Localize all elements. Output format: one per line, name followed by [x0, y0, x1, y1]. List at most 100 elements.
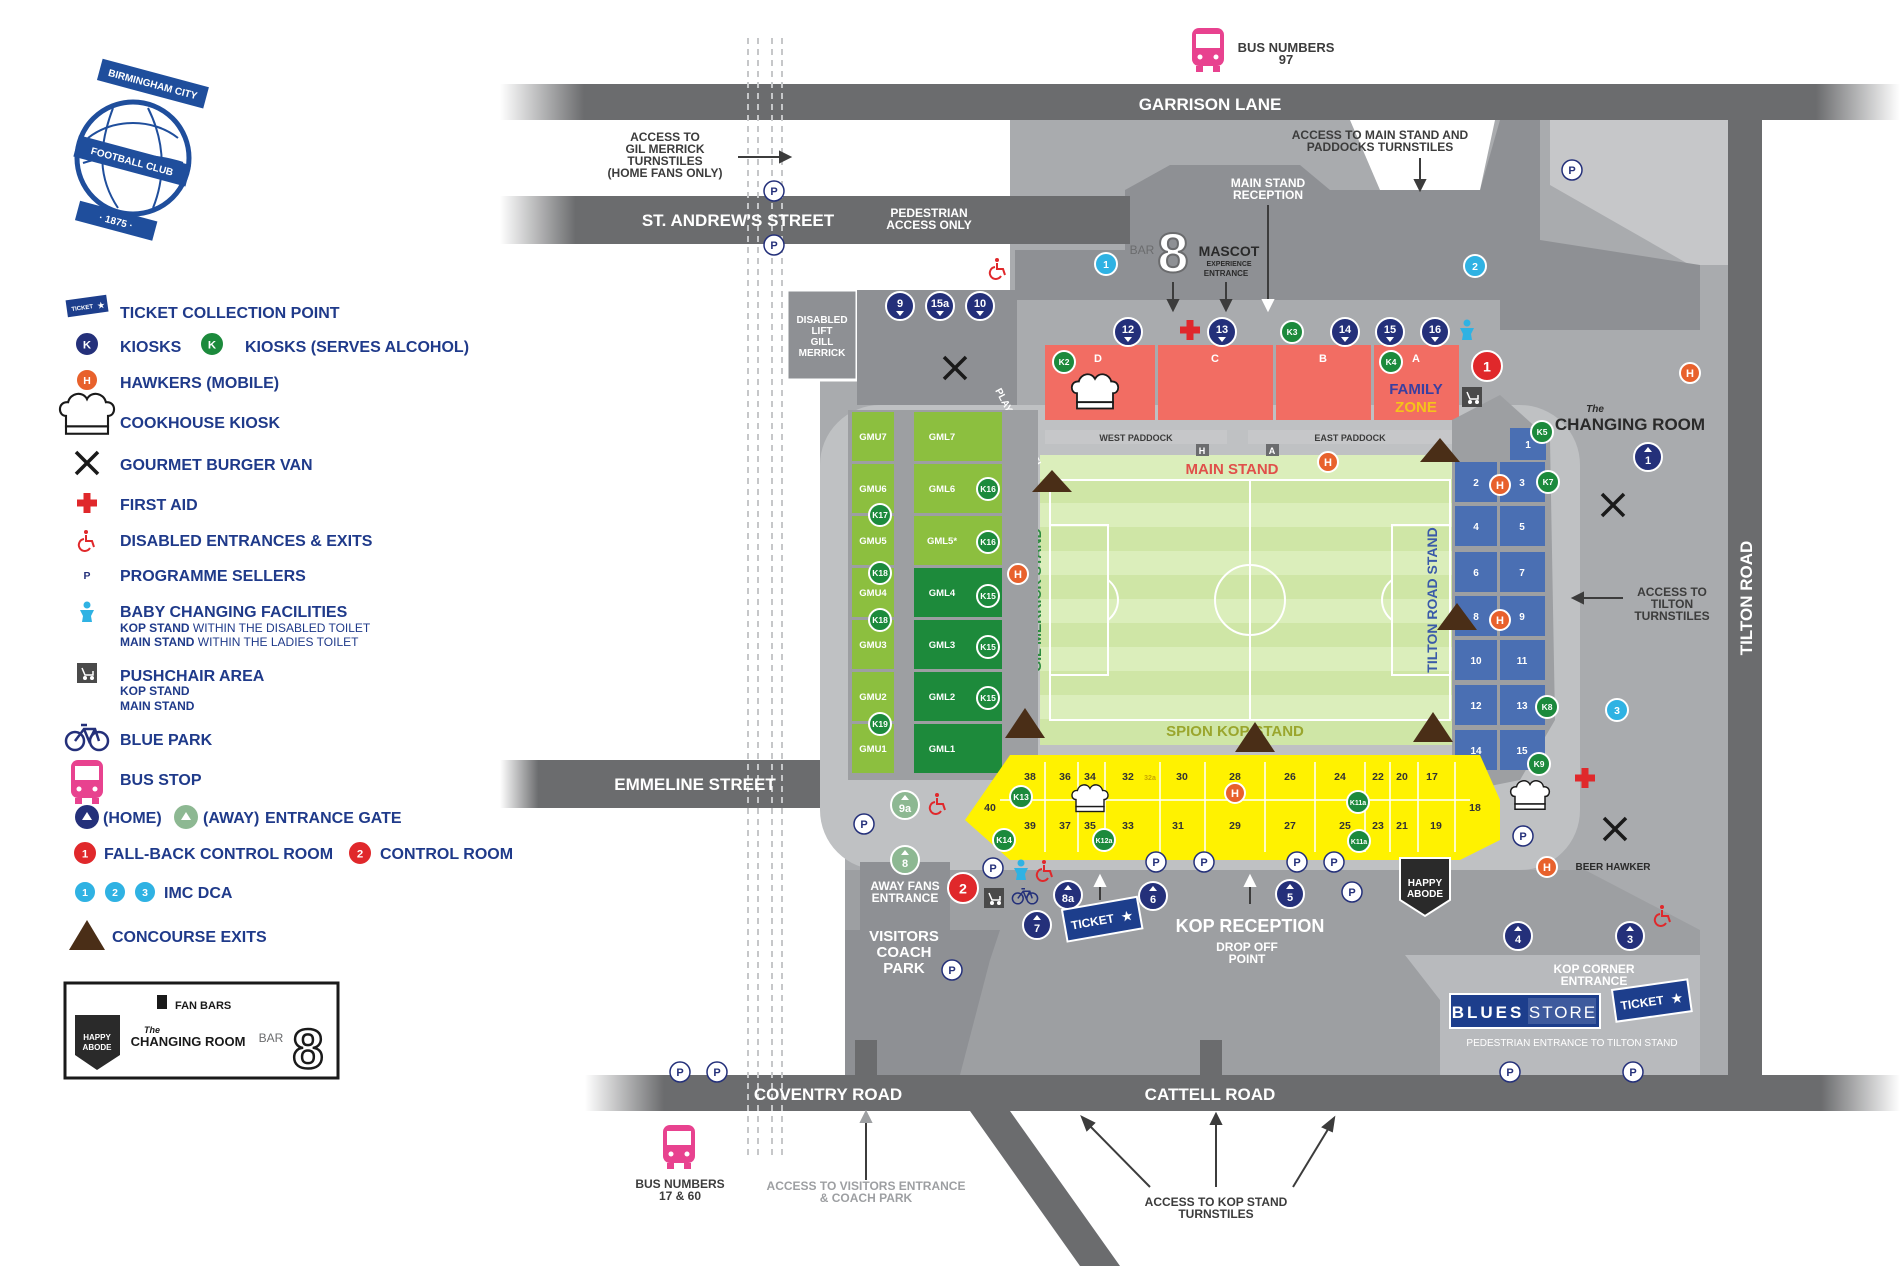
- tilton-block[interactable]: [1455, 506, 1497, 546]
- entrance-gate-10[interactable]: 10: [965, 291, 995, 321]
- legend-control: CONTROL ROOM: [380, 846, 513, 863]
- hawker[interactable]: H: [1489, 609, 1511, 631]
- kiosk-icon: [976, 686, 1000, 710]
- gil-upper-block[interactable]: [852, 464, 894, 513]
- programme-seller[interactable]: P: [1286, 851, 1308, 873]
- kiosk-K19[interactable]: K19: [868, 712, 892, 736]
- hawker[interactable]: H: [1489, 474, 1511, 496]
- entrance-gate-7[interactable]: 7: [1022, 910, 1052, 940]
- programme-seller[interactable]: P: [1341, 881, 1363, 903]
- programme-seller[interactable]: P: [706, 1061, 728, 1083]
- hawker-icon: [1317, 451, 1339, 473]
- hawker[interactable]: H: [1224, 782, 1246, 804]
- gate-number: 3: [1627, 934, 1633, 946]
- tilton-block[interactable]: [1500, 640, 1545, 680]
- kiosk-K18[interactable]: K18: [868, 561, 892, 585]
- imc-dca-2[interactable]: 2: [1463, 254, 1487, 278]
- entrance-gate-15a[interactable]: 15a: [925, 291, 955, 321]
- entrance-gate-5[interactable]: 5: [1275, 879, 1305, 909]
- kiosk-K9[interactable]: K9: [1527, 752, 1551, 776]
- gil-upper-block[interactable]: [852, 412, 894, 461]
- tilton-block[interactable]: [1455, 685, 1497, 725]
- kiosk-K5[interactable]: K5: [1530, 420, 1554, 444]
- entrance-gate-14[interactable]: 14: [1330, 317, 1360, 347]
- gil-lower-block[interactable]: [914, 412, 1002, 461]
- entrance-gate-4[interactable]: 4: [1503, 921, 1533, 951]
- control-room-1[interactable]: 1: [1471, 350, 1503, 382]
- kop-block-label: 23: [1372, 820, 1384, 832]
- kiosk-K8[interactable]: K8: [1535, 695, 1559, 719]
- kiosk-K11a[interactable]: K11a: [1347, 829, 1371, 853]
- legend-control-icon-circle: [347, 840, 373, 866]
- kiosk-label: K15: [980, 642, 996, 652]
- gil-upper-label: GMU1: [859, 744, 887, 755]
- entrance-gate-8[interactable]: 8: [890, 845, 920, 875]
- kiosk-K3[interactable]: K3: [1280, 320, 1304, 344]
- kiosk-K15[interactable]: K15: [976, 635, 1000, 659]
- programme-seller[interactable]: P: [1323, 851, 1345, 873]
- main-block-b[interactable]: [1276, 345, 1371, 420]
- kiosk-K17[interactable]: K17: [868, 503, 892, 527]
- tilton-block[interactable]: [1500, 552, 1545, 592]
- kiosk-icon: [1535, 695, 1559, 719]
- tilton-block[interactable]: [1500, 506, 1545, 546]
- gil-upper-block[interactable]: [852, 672, 894, 721]
- kiosk-K16[interactable]: K16: [976, 530, 1000, 554]
- blues-store[interactable]: BLUES STORE: [1449, 993, 1601, 1029]
- entrance-gate-9[interactable]: 9: [885, 291, 915, 321]
- legend-pushchair: PUSHCHAIR AREA: [120, 668, 265, 685]
- programme-seller[interactable]: P: [1512, 825, 1534, 847]
- entrance-gate-3[interactable]: 3: [1615, 921, 1645, 951]
- road-label-st-andrews: ST. ANDREW'S STREET: [642, 211, 835, 230]
- ticket-kop-reception[interactable]: TICKET ★: [1060, 895, 1144, 943]
- entrance-gate-12[interactable]: 12: [1113, 317, 1143, 347]
- ticket-kop-corner[interactable]: TICKET ★: [1610, 978, 1693, 1023]
- programme-seller[interactable]: P: [941, 959, 963, 981]
- kiosk-K13[interactable]: K13: [1009, 785, 1033, 809]
- programme-seller[interactable]: P: [1561, 159, 1583, 181]
- gate-arrow-icon: [1341, 337, 1349, 342]
- entrance-gate-9a[interactable]: 9a: [890, 790, 920, 820]
- control-room-2[interactable]: 2: [947, 872, 979, 904]
- kiosk-K4[interactable]: K4: [1379, 350, 1403, 374]
- kiosk-K7[interactable]: K7: [1536, 470, 1560, 494]
- programme-seller[interactable]: P: [1622, 1061, 1644, 1083]
- programme-seller[interactable]: P: [669, 1061, 691, 1083]
- hawker[interactable]: H: [1679, 362, 1701, 384]
- kiosk-K15[interactable]: K15: [976, 686, 1000, 710]
- programme-seller[interactable]: P: [1193, 851, 1215, 873]
- entrance-gate-16[interactable]: 16: [1420, 317, 1450, 347]
- entrance-gate-15[interactable]: 15: [1375, 317, 1405, 347]
- kiosk-K15[interactable]: K15: [976, 584, 1000, 608]
- hawker[interactable]: H: [1007, 563, 1029, 585]
- kiosk-K12a[interactable]: K12a: [1092, 828, 1116, 852]
- programme-seller[interactable]: P: [853, 813, 875, 835]
- badge-banner-mid: [73, 135, 192, 187]
- programme-seller[interactable]: P: [1145, 851, 1167, 873]
- programme-seller[interactable]: P: [763, 234, 785, 256]
- kiosk-K16[interactable]: K16: [976, 477, 1000, 501]
- programme-seller[interactable]: P: [982, 857, 1004, 879]
- entrance-gate-8a[interactable]: 8a: [1053, 880, 1083, 910]
- kiosk-K11a[interactable]: K11a: [1346, 790, 1370, 814]
- tilton-block[interactable]: [1455, 640, 1497, 680]
- hawker[interactable]: H: [1536, 856, 1558, 878]
- programme-seller[interactable]: P: [763, 180, 785, 202]
- programme-icon: [941, 959, 963, 981]
- tilton-block[interactable]: [1455, 552, 1497, 592]
- kiosk-K18[interactable]: K18: [868, 608, 892, 632]
- hawker[interactable]: H: [1317, 451, 1339, 473]
- imc-dca-1[interactable]: 1: [1094, 252, 1118, 276]
- entrance-gate-13[interactable]: 13: [1207, 317, 1237, 347]
- entrance-gate-1[interactable]: 1: [1633, 442, 1663, 472]
- happy-abode-l2: ABODE: [1407, 889, 1443, 900]
- kiosk-K2[interactable]: K2: [1052, 350, 1076, 374]
- gil-lower-block[interactable]: [914, 724, 1002, 773]
- kiosk-K14[interactable]: K14: [992, 828, 1016, 852]
- imc-dca-3[interactable]: 3: [1605, 698, 1629, 722]
- entrance-gate-6[interactable]: 6: [1138, 881, 1168, 911]
- main-block-c[interactable]: [1158, 345, 1273, 420]
- happy-abode-shield[interactable]: HAPPY ABODE: [1399, 857, 1451, 918]
- programme-seller[interactable]: P: [1499, 1061, 1521, 1083]
